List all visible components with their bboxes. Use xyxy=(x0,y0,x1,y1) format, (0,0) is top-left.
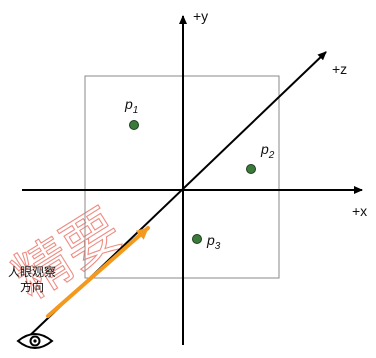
x-axis-label: +x xyxy=(352,203,367,219)
eye-icon xyxy=(16,333,54,349)
view-caption-line2: 方向 xyxy=(20,279,44,294)
view-direction-arrow xyxy=(46,226,150,318)
view-caption-line1: 人眼观察 xyxy=(8,265,56,279)
point-p1: p1 xyxy=(124,96,139,130)
point-label: p3 xyxy=(206,232,221,252)
point-label: p2 xyxy=(260,141,275,161)
point-p2: p2 xyxy=(246,141,275,174)
z-axis-label: +z xyxy=(332,61,347,77)
point-label: p1 xyxy=(124,96,138,116)
point-marker xyxy=(192,234,202,244)
y-axis-label: +y xyxy=(193,8,208,24)
point-p3: p3 xyxy=(192,232,221,252)
point-marker xyxy=(129,120,139,130)
point-marker xyxy=(246,164,256,174)
